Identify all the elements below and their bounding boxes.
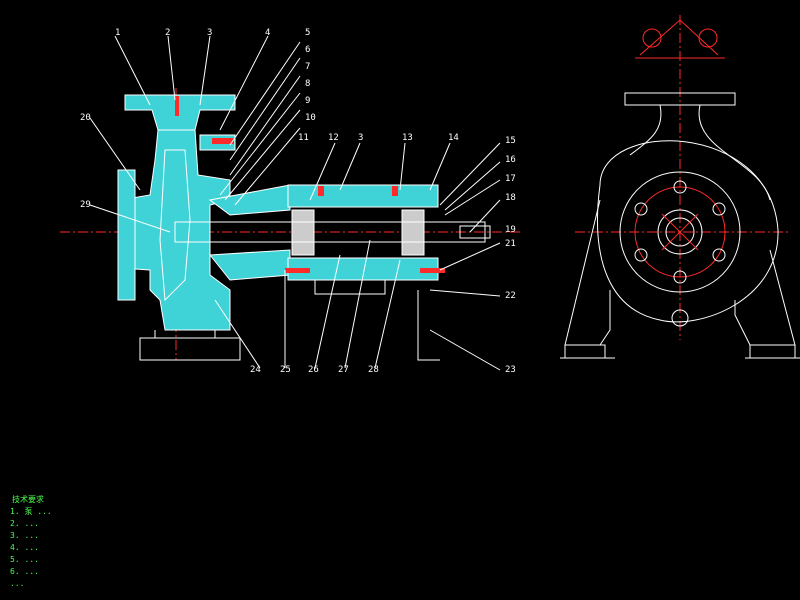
shaft-bore — [657, 209, 703, 255]
leader-label-10: 10 — [305, 113, 316, 123]
leader-label-7: 7 — [305, 62, 310, 72]
volute-outline — [597, 140, 779, 323]
housing-bolt-top — [318, 186, 324, 196]
leader-label-15: 15 — [505, 136, 516, 146]
bearing-cover — [619, 171, 741, 293]
leader-label-16: 16 — [505, 155, 516, 165]
leader-label-24: 24 — [250, 365, 261, 375]
leader-label-17: 17 — [505, 174, 516, 184]
pump-foot — [139, 337, 241, 361]
notes-line-6: 6. ... — [10, 567, 39, 576]
sectional-view: 1 2 3 4 5 6 7 8 9 10 11 12 3 13 14 15 16… — [60, 28, 520, 375]
leader-label-2: 2 — [165, 28, 170, 38]
end-view — [560, 15, 800, 359]
leader-lines — [89, 35, 501, 371]
notes-line-2: 2. ... — [10, 519, 39, 528]
flange-bolt-hole-left — [642, 28, 662, 48]
leader-label-22: 22 — [505, 291, 516, 301]
cover-bolt-lower — [420, 268, 445, 273]
leader-label-5: 5 — [305, 28, 310, 38]
suction-flange — [117, 169, 136, 301]
left-foot — [564, 199, 611, 346]
right-foot — [734, 249, 796, 346]
leader-label-29: 29 — [80, 200, 91, 210]
casing-neck-right — [698, 104, 771, 201]
leader-label-28: 28 — [368, 365, 379, 375]
leader-label-1: 1 — [115, 28, 120, 38]
discharge-flange-end — [624, 92, 736, 106]
leader-label-3b: 3 — [358, 133, 363, 143]
casing-neck-left — [629, 104, 662, 156]
gland-bolt — [212, 138, 234, 144]
leader-label-20: 20 — [80, 113, 91, 123]
technical-notes: 技术要求 1. 泵 ... 2. ... 3. ... 4. ... 5. ..… — [10, 494, 52, 588]
leader-label-11: 11 — [298, 133, 309, 143]
bearing-housing-top — [287, 184, 439, 208]
bracket-upper — [208, 184, 291, 216]
housing-bolt-top-2 — [392, 186, 398, 196]
cover-bolts — [634, 180, 726, 284]
shaft-end — [665, 217, 695, 247]
leader-label-21: 21 — [505, 239, 516, 249]
flange-bolt — [175, 96, 179, 116]
notes-line-3: 3. ... — [10, 531, 39, 540]
leader-label-26: 26 — [308, 365, 319, 375]
leader-label-4: 4 — [265, 28, 270, 38]
support-bracket — [417, 290, 440, 361]
notes-line-5: 5. ... — [10, 555, 39, 564]
rear-bearing — [401, 209, 425, 256]
bolt-circle-arc — [639, 19, 719, 56]
leader-label-6: 6 — [305, 45, 310, 55]
notes-heading: 技术要求 — [12, 494, 44, 504]
leader-label-13: 13 — [402, 133, 413, 143]
leader-label-14: 14 — [448, 133, 459, 143]
leader-label-18: 18 — [505, 193, 516, 203]
leader-label-9: 9 — [305, 96, 310, 106]
flange-bolt-hole-right — [698, 28, 718, 48]
leader-label-19: 19 — [505, 225, 516, 235]
leader-label-3: 3 — [207, 28, 212, 38]
leader-label-8: 8 — [305, 79, 310, 89]
drain-plug — [671, 309, 689, 327]
leader-label-23: 23 — [505, 365, 516, 375]
leader-label-12: 12 — [328, 133, 339, 143]
shaft — [174, 221, 486, 243]
bolt-pcd — [634, 186, 726, 278]
notes-line-1: 1. 泵 ... — [10, 507, 52, 516]
leader-label-25: 25 — [280, 365, 291, 375]
leader-label-27: 27 — [338, 365, 349, 375]
oil-reservoir — [314, 279, 386, 295]
housing-bolt-lower — [285, 268, 310, 273]
bracket-lower — [209, 249, 291, 281]
notes-line-7: ... — [10, 579, 24, 588]
notes-line-4: 4. ... — [10, 543, 39, 552]
front-bearing — [291, 209, 315, 256]
discharge-flange — [124, 94, 236, 131]
